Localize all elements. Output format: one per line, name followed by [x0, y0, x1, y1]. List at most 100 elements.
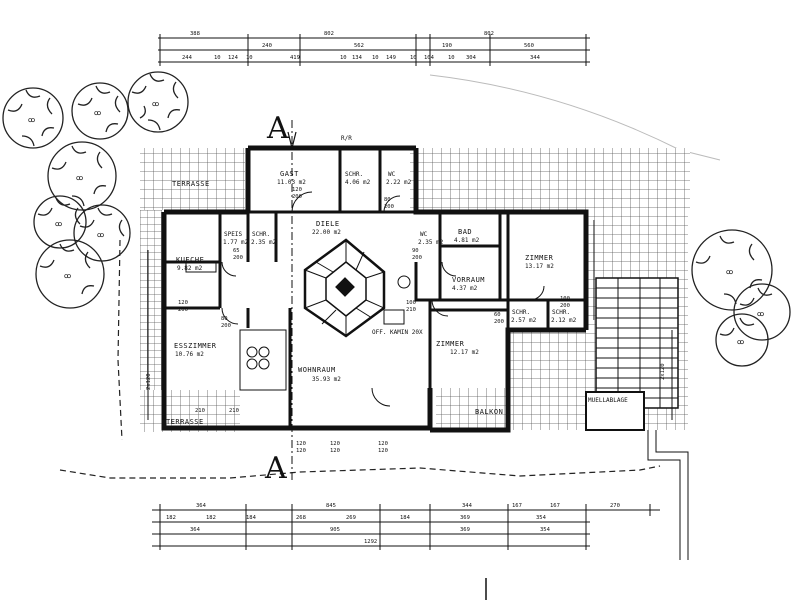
svg-text:388: 388: [190, 31, 200, 37]
side-dimension-lines: [147, 220, 673, 420]
svg-text:200: 200: [221, 323, 231, 329]
room-zimmer2-area: 12.17 m2: [450, 349, 479, 356]
svg-text:200: 200: [494, 319, 504, 325]
svg-text:2x120: 2x120: [660, 363, 666, 380]
interior-walls: [164, 148, 586, 428]
driveway-edge: [647, 430, 689, 560]
svg-text:364: 364: [196, 503, 207, 509]
terrace-bottom-label: TERRASSE: [166, 418, 204, 426]
room-wohnraum-name: WOHNRAUM: [298, 366, 336, 374]
svg-text:65: 65: [233, 248, 240, 254]
svg-text:ꝏ: ꝏ: [64, 272, 72, 280]
svg-text:134: 134: [352, 55, 363, 61]
svg-text:200: 200: [233, 255, 243, 261]
svg-text:120: 120: [296, 448, 306, 454]
room-vorraum-name: VORRAUM: [452, 276, 485, 284]
room-schrank2-name: SCHR.: [252, 231, 270, 238]
room-wc1-name: WC: [388, 171, 396, 178]
svg-text:304: 304: [466, 55, 477, 61]
svg-text:ꝏ: ꝏ: [94, 109, 102, 117]
tree-icon: ꝏ: [127, 71, 189, 133]
room-zimmer1-name: ZIMMER: [525, 254, 554, 262]
bottom-dimension-chain: 364 845 344 167 167 270 182 182 184 268 …: [152, 503, 660, 550]
svg-text:80: 80: [221, 316, 228, 322]
svg-text:ꝏ: ꝏ: [152, 100, 160, 108]
svg-text:200: 200: [178, 307, 188, 313]
kitchen-fixtures: [185, 261, 411, 391]
tree-icon: ꝏ: [71, 82, 129, 140]
room-gast-area: 11.03 m2: [277, 179, 306, 186]
room-schrank1-area: 4.06 m2: [345, 179, 371, 186]
svg-text:269: 269: [346, 515, 356, 521]
balcony-tiles: [508, 330, 588, 430]
section-line: [287, 120, 297, 480]
room-zimmer1-area: 13.17 m2: [525, 263, 554, 270]
svg-text:190: 190: [442, 43, 452, 49]
room-wc2-name: WC: [420, 231, 428, 238]
opening-labels: 120 200 80 200 65 200 90 200 120 200 100…: [146, 187, 666, 454]
room-kueche-area: 9.82 m2: [177, 265, 203, 272]
svg-text:270: 270: [610, 503, 620, 509]
svg-text:244: 244: [182, 55, 193, 61]
svg-text:120: 120: [378, 441, 388, 447]
svg-text:182: 182: [206, 515, 216, 521]
section-mark-top: A: [266, 111, 289, 146]
room-bad-area: 4.81 m2: [454, 237, 480, 244]
rr-label: R/R: [341, 135, 352, 142]
room-bad-name: BAD: [458, 228, 472, 236]
svg-text:364: 364: [190, 527, 201, 533]
svg-text:184: 184: [400, 515, 411, 521]
svg-text:167: 167: [512, 503, 522, 509]
terrace-top-label: TERRASSE: [172, 180, 210, 188]
svg-text:100: 100: [406, 300, 416, 306]
svg-text:120: 120: [330, 448, 340, 454]
svg-text:1292: 1292: [364, 539, 377, 545]
svg-text:ꝏ: ꝏ: [737, 338, 745, 346]
svg-text:ꝏ: ꝏ: [28, 116, 36, 124]
tree-icon: ꝏ: [733, 283, 791, 341]
svg-text:ꝏ: ꝏ: [757, 310, 765, 318]
svg-text:104: 104: [424, 55, 435, 61]
svg-text:60: 60: [494, 312, 501, 318]
svg-text:2x120: 2x120: [146, 373, 152, 390]
room-schrank2-area: 2.35 m2: [251, 239, 277, 246]
room-wohnraum-area: 35.93 m2: [312, 376, 341, 383]
room-schrank4-name: SCHR.: [552, 309, 570, 316]
terrace-bottom-tiles: [140, 390, 240, 432]
tree-icon: ꝏ: [47, 141, 117, 211]
svg-text:120: 120: [330, 441, 340, 447]
terrace-top-right-tiles: [410, 148, 690, 210]
balkon-tiles: [436, 388, 516, 428]
terrace-top-tiles: [140, 148, 245, 210]
svg-text:120: 120: [296, 441, 306, 447]
room-speis-name: SPEIS: [224, 231, 242, 238]
room-esszimmer-name: ESSZIMMER: [174, 342, 217, 350]
door-swings: [221, 191, 545, 407]
svg-text:240: 240: [262, 43, 272, 49]
interior-stair: [303, 238, 386, 338]
svg-text:344: 344: [530, 55, 541, 61]
svg-text:562: 562: [354, 43, 364, 49]
svg-text:354: 354: [536, 515, 547, 521]
muellablage-box: [585, 391, 645, 431]
kamin-label: OFF. KAMIN 20X: [372, 329, 423, 336]
svg-text:ꝏ: ꝏ: [726, 268, 734, 276]
tree-icon: ꝏ: [715, 313, 769, 367]
room-diele-area: 22.00 m2: [312, 229, 341, 236]
svg-text:560: 560: [524, 43, 534, 49]
svg-text:100: 100: [560, 296, 570, 302]
tree-icon: ꝏ: [35, 239, 105, 309]
svg-text:124: 124: [228, 55, 239, 61]
svg-text:369: 369: [460, 527, 470, 533]
svg-text:80: 80: [384, 197, 391, 203]
top-dimension-chain: 388 240 802 562 802 190 560 244 10 124 1…: [158, 31, 590, 66]
room-schrank3-name: SCHR.: [512, 309, 530, 316]
room-zimmer2-name: ZIMMER: [436, 340, 465, 348]
svg-text:210: 210: [406, 307, 416, 313]
svg-text:210: 210: [229, 408, 239, 414]
balkon-label: BALKON: [475, 408, 503, 416]
svg-text:120: 120: [378, 448, 388, 454]
svg-text:10: 10: [448, 55, 455, 61]
svg-text:10: 10: [372, 55, 379, 61]
